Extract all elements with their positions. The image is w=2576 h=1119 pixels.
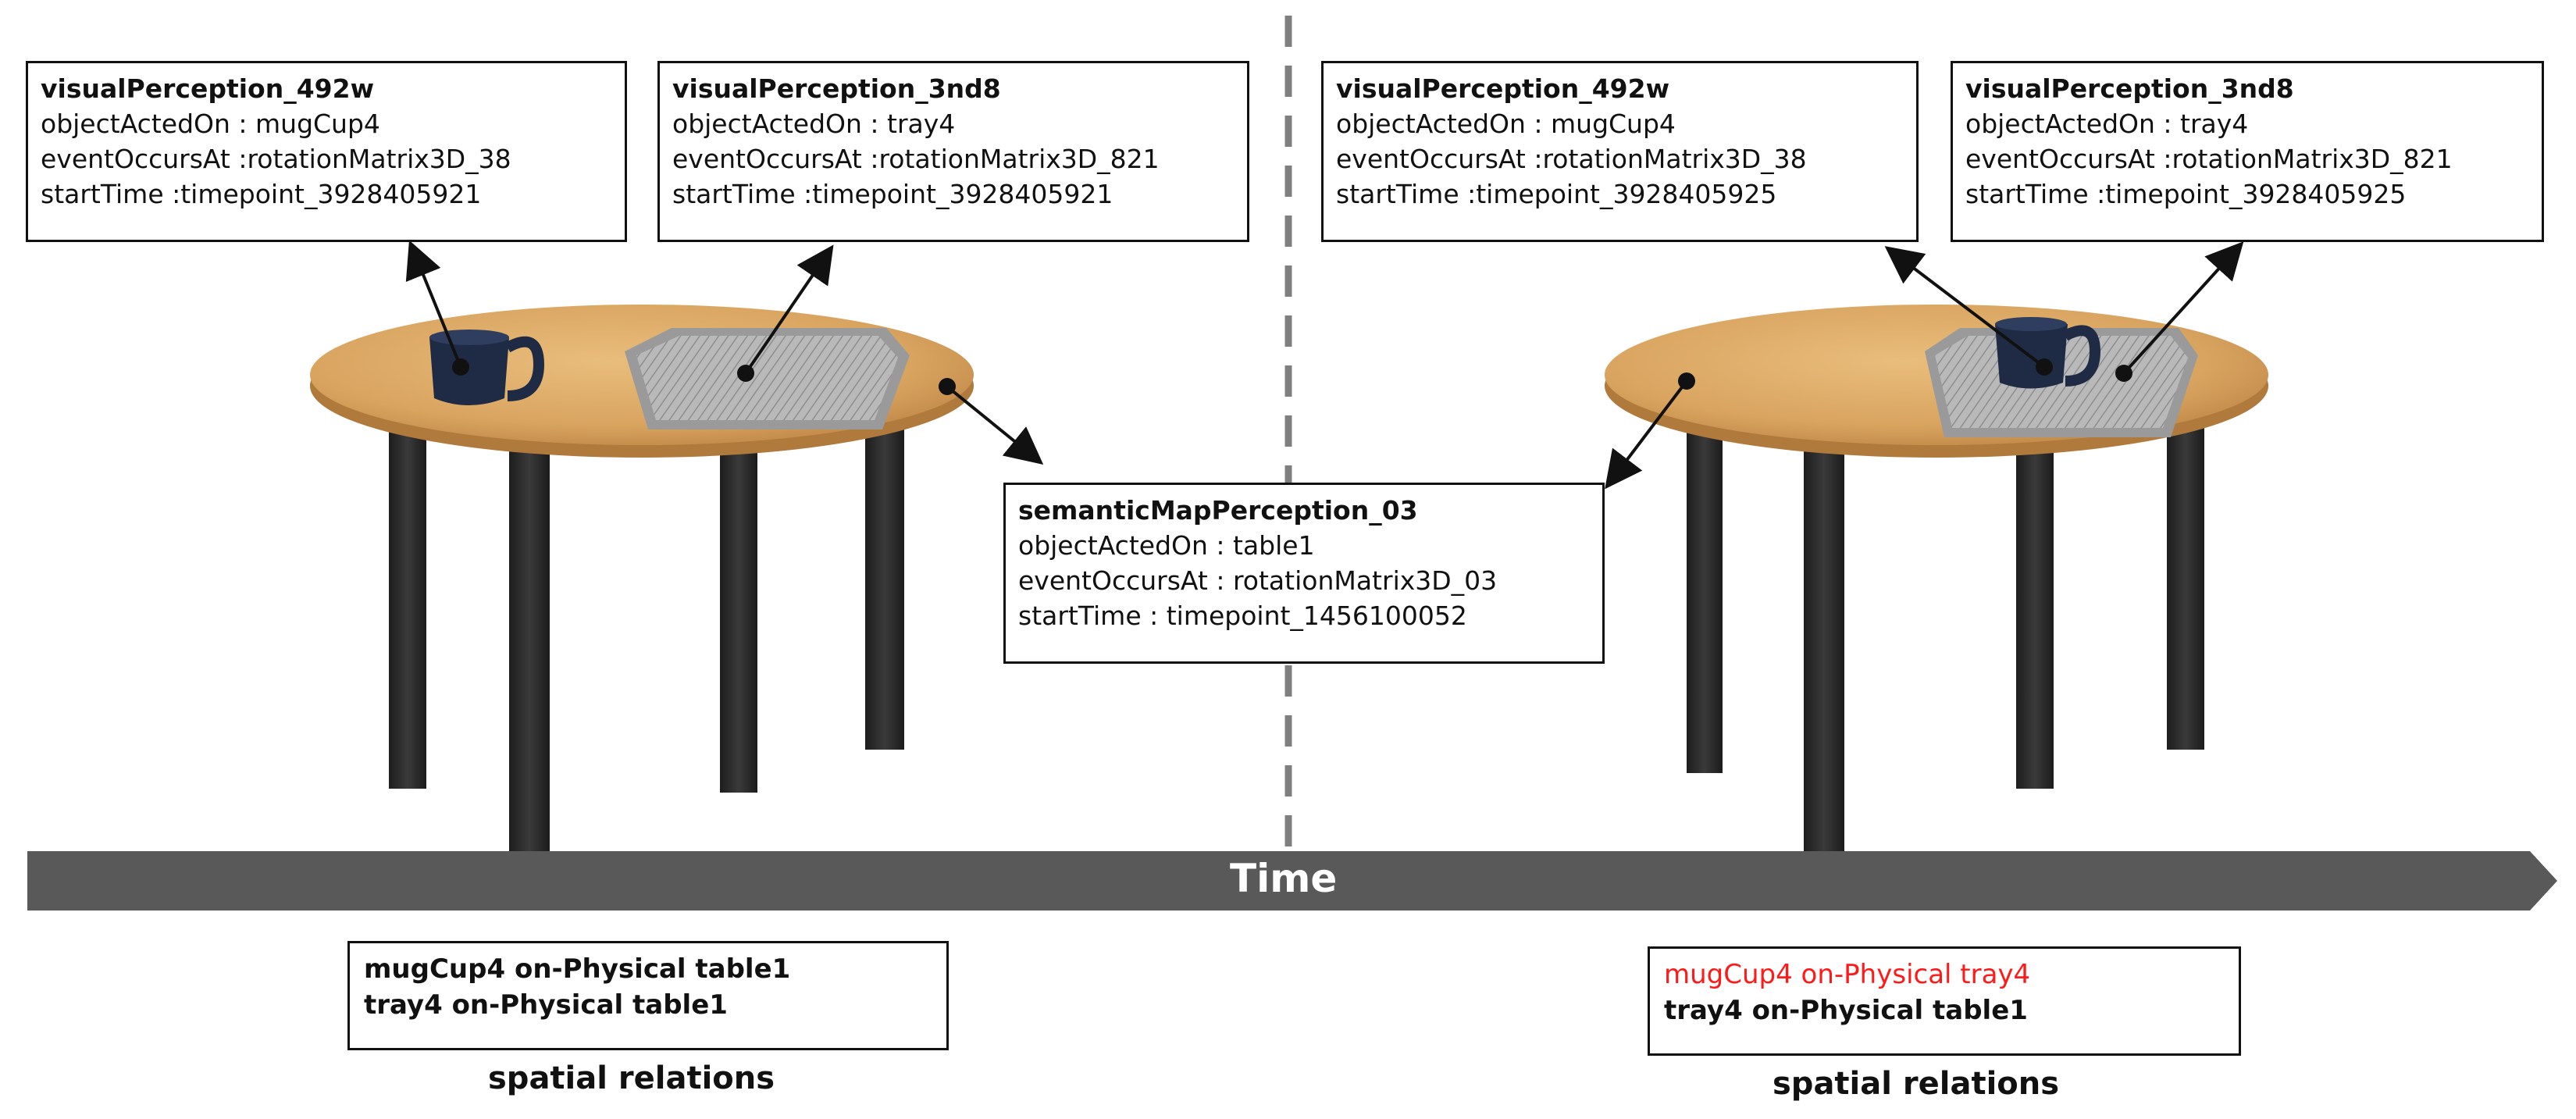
box-title: visualPerception_3nd8 bbox=[672, 73, 1001, 104]
relations-box-left: mugCup4 on-Physical table1 tray4 on-Phys… bbox=[347, 941, 949, 1050]
timeline-arrow bbox=[27, 851, 2557, 911]
box-right-visual-tray: visualPerception_3nd8 objectActedOn : tr… bbox=[1951, 61, 2544, 242]
box-time: startTime :timepoint_3928405925 bbox=[1336, 179, 1777, 209]
box-event: eventOccursAt :rotationMatrix3D_38 bbox=[1336, 144, 1807, 174]
arrow-right-cup bbox=[1884, 246, 2046, 369]
arrow-right-tray bbox=[2122, 241, 2244, 375]
box-title: visualPerception_3nd8 bbox=[1965, 73, 2294, 104]
box-event: eventOccursAt :rotationMatrix3D_821 bbox=[1965, 144, 2453, 174]
box-right-visual-cup: visualPerception_492w objectActedOn : mu… bbox=[1321, 61, 1919, 242]
box-time: startTime :timepoint_3928405925 bbox=[1965, 179, 2407, 209]
relations-caption-left: spatial relations bbox=[488, 1060, 775, 1096]
box-object: objectActedOn : table1 bbox=[1018, 530, 1315, 561]
relation-line: tray4 on-Physical table1 bbox=[364, 989, 728, 1021]
box-object: objectActedOn : mugCup4 bbox=[1336, 109, 1676, 139]
box-event: eventOccursAt : rotationMatrix3D_03 bbox=[1018, 565, 1498, 596]
relation-line-highlighted: mugCup4 on-Physical tray4 bbox=[1664, 959, 2031, 990]
box-title: semanticMapPerception_03 bbox=[1018, 495, 1418, 526]
box-semantic-map: semanticMapPerception_03 objectActedOn :… bbox=[1003, 483, 1605, 664]
arrow-left-table bbox=[946, 385, 1044, 465]
box-object: objectActedOn : tray4 bbox=[1965, 109, 2249, 139]
box-title: visualPerception_492w bbox=[41, 73, 375, 104]
box-time: startTime : timepoint_1456100052 bbox=[1018, 600, 1467, 631]
arrow-right-table bbox=[1605, 380, 1688, 490]
relation-line: mugCup4 on-Physical table1 bbox=[364, 953, 791, 985]
box-event: eventOccursAt :rotationMatrix3D_38 bbox=[41, 144, 511, 174]
box-title: visualPerception_492w bbox=[1336, 73, 1670, 104]
relations-caption-right: spatial relations bbox=[1773, 1066, 2060, 1102]
box-time: startTime :timepoint_3928405921 bbox=[672, 179, 1113, 209]
box-event: eventOccursAt :rotationMatrix3D_821 bbox=[672, 144, 1160, 174]
relations-box-right: mugCup4 on-Physical tray4 tray4 on-Physi… bbox=[1648, 946, 2241, 1056]
box-left-visual-tray: visualPerception_3nd8 objectActedOn : tr… bbox=[657, 61, 1249, 242]
box-object: objectActedOn : tray4 bbox=[672, 109, 956, 139]
relation-line: tray4 on-Physical table1 bbox=[1664, 995, 2028, 1026]
left-tray bbox=[625, 328, 910, 429]
arrow-left-tray bbox=[744, 244, 834, 375]
arrow-left-cup bbox=[405, 240, 462, 368]
timeline-label: Time bbox=[1230, 856, 1338, 901]
box-time: startTime :timepoint_3928405921 bbox=[41, 179, 482, 209]
box-object: objectActedOn : mugCup4 bbox=[41, 109, 380, 139]
box-left-visual-cup: visualPerception_492w objectActedOn : mu… bbox=[26, 61, 627, 242]
